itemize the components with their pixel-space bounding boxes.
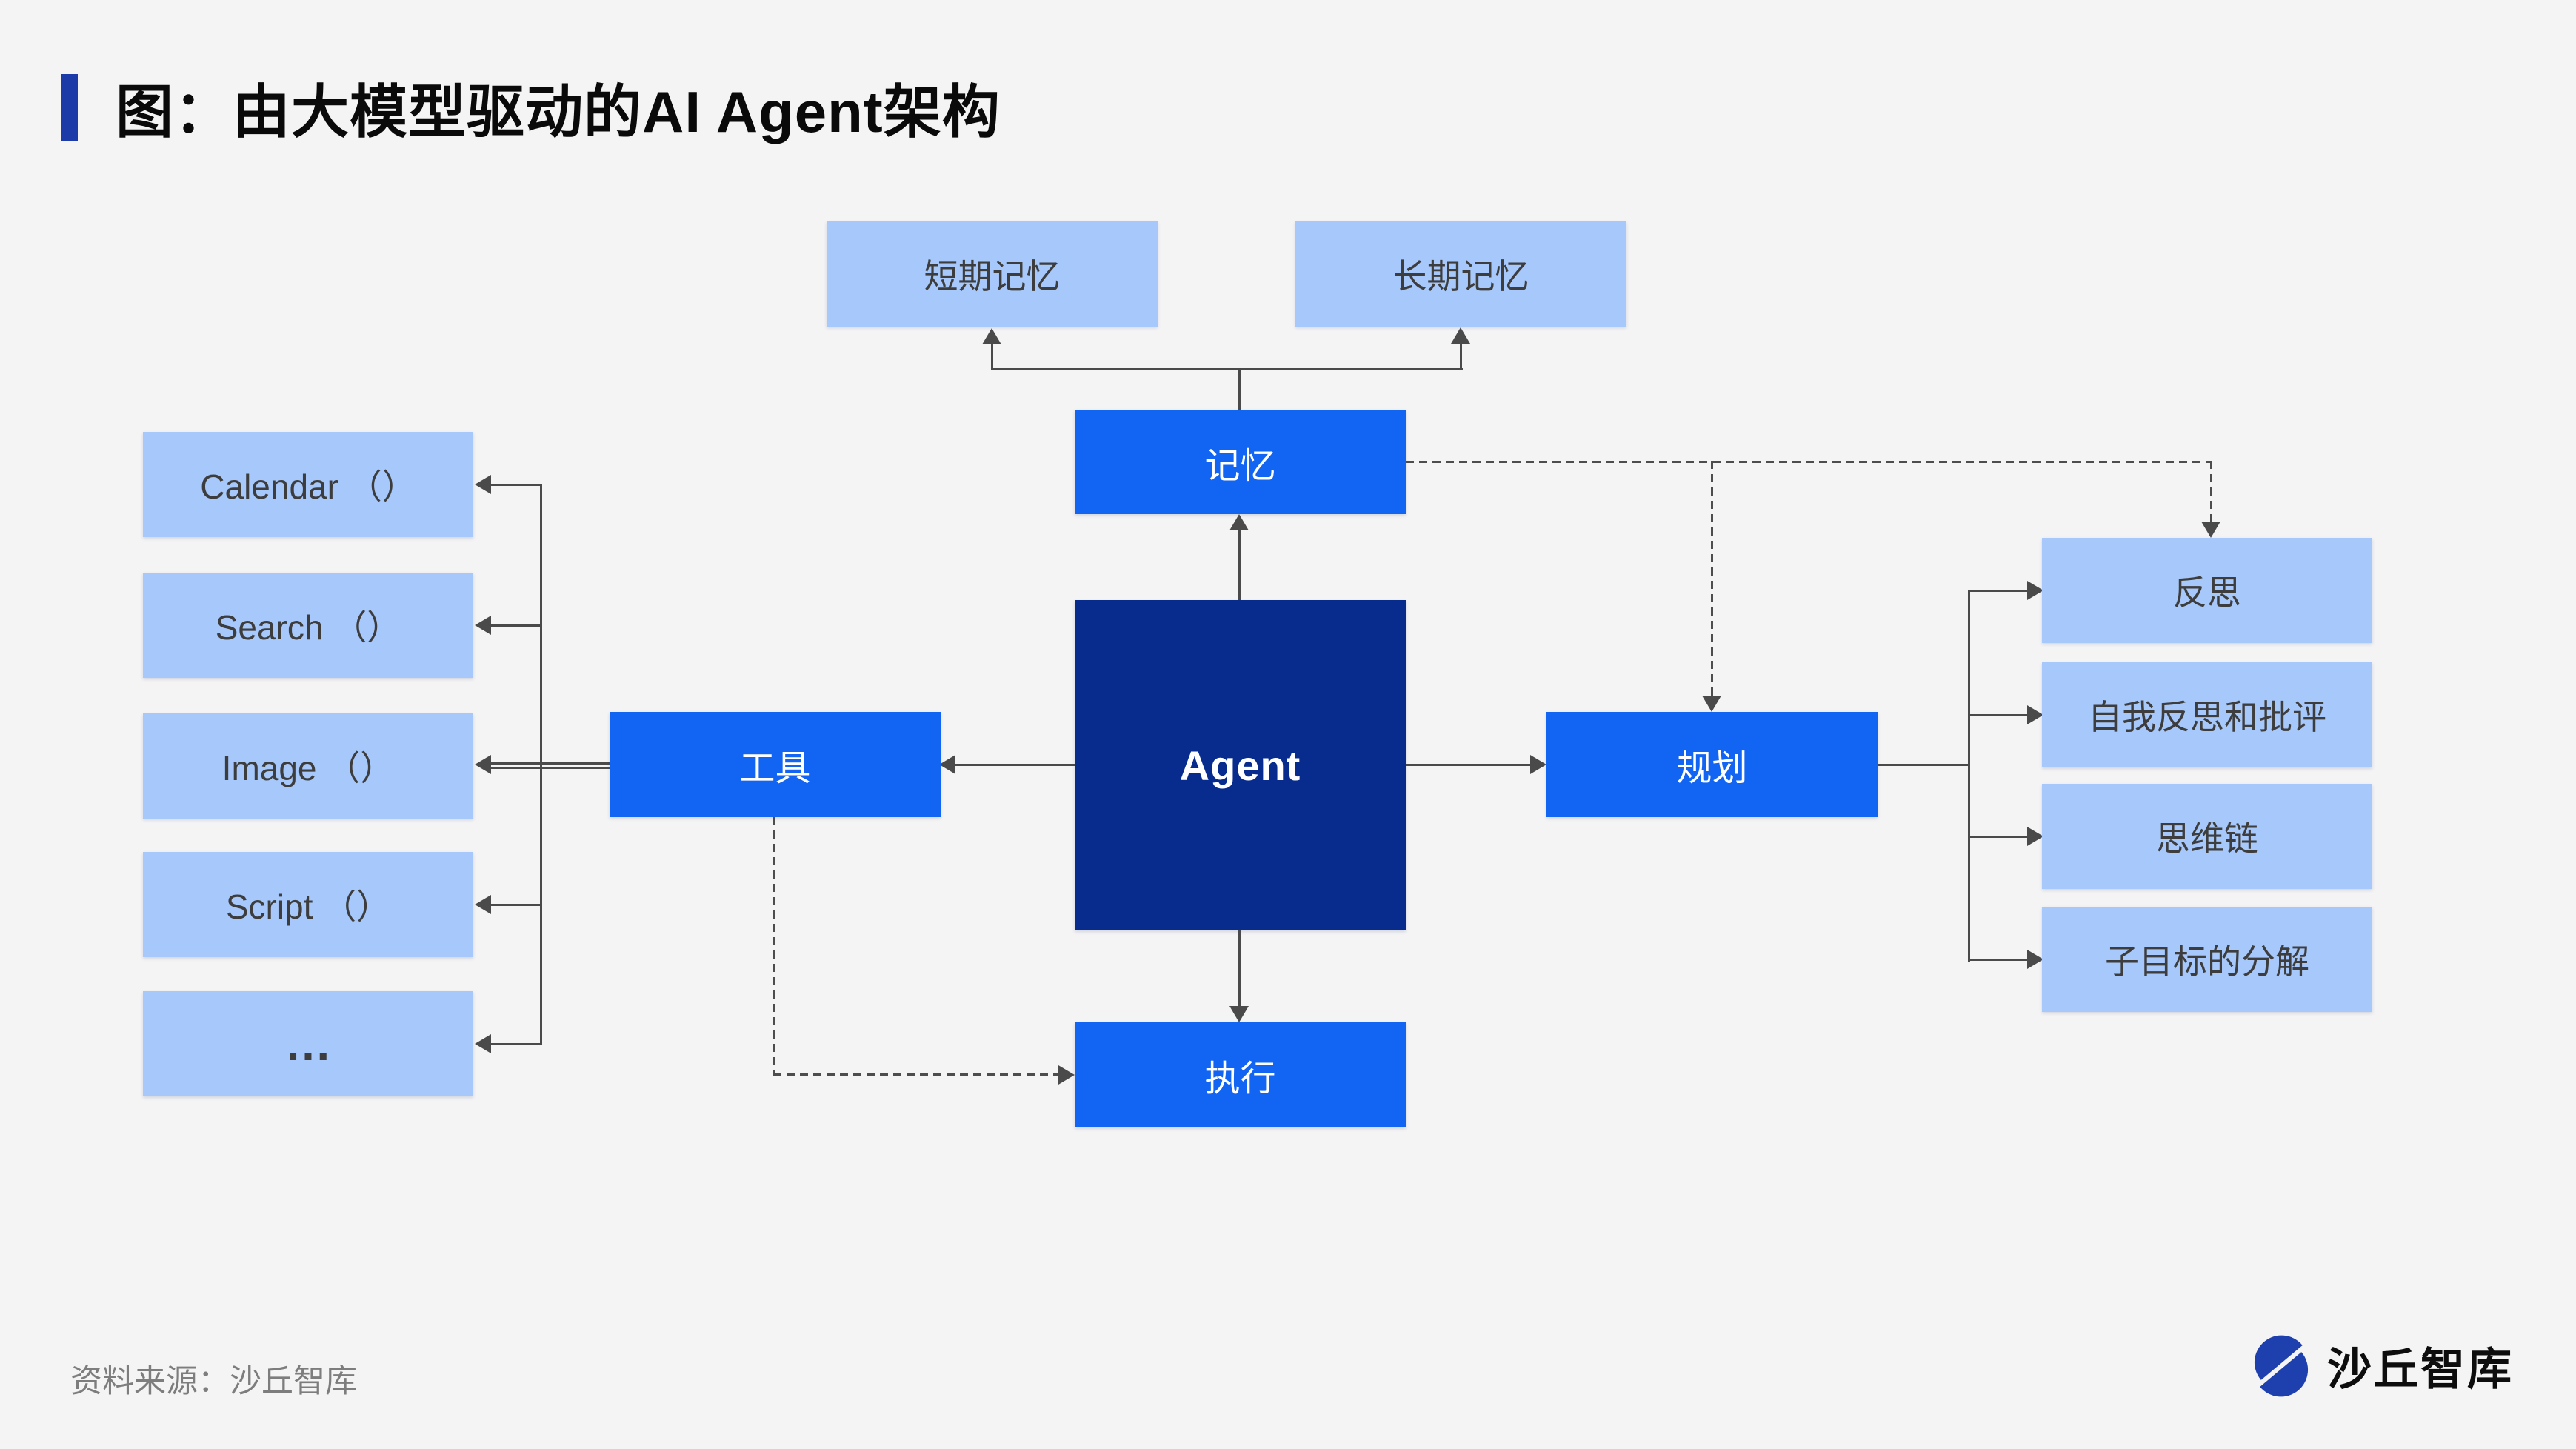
dashed-down-to-planning — [1711, 461, 1713, 696]
planning-item-subgoal-decomposition: 子目标的分解 — [2042, 907, 2372, 1012]
arrowhead-dashed-reflection — [2201, 522, 2220, 538]
arrowhead-short-term — [982, 328, 1001, 344]
line-to-chain-of-thought — [1969, 836, 2027, 838]
line-to-long-term — [1460, 343, 1462, 370]
line-to-reflection — [1969, 590, 2027, 592]
title-accent-bar — [61, 74, 78, 141]
arrowhead-agent-to-tools — [939, 755, 955, 774]
source-note: 资料来源：沙丘智库 — [70, 1364, 357, 1399]
arrowhead-agent-to-memory — [1229, 514, 1249, 530]
line-agent-to-tools — [955, 764, 1075, 766]
line-agent-to-action — [1238, 930, 1241, 1007]
planning-item-self-critique: 自我反思和批评 — [2042, 662, 2372, 767]
planning-item-chain-of-thought: 思维链 — [2042, 784, 2372, 889]
dashed-tools-down — [773, 817, 775, 1075]
dashed-memory-east — [1406, 461, 2212, 463]
line-to-image-upper — [491, 762, 610, 765]
arrowhead-script — [475, 895, 491, 914]
line-tools-to-trunk — [491, 767, 610, 769]
arrowhead-agent-to-action — [1229, 1006, 1249, 1022]
tool-item-script: Script （） — [143, 852, 473, 957]
arrowhead-subgoal — [2027, 950, 2043, 969]
arrowhead-ellipsis — [475, 1034, 491, 1053]
tool-item-image: Image （） — [143, 713, 473, 819]
line-to-search — [491, 624, 542, 627]
brand-logo-text: 沙丘智库 — [2327, 1345, 2514, 1394]
line-memory-fork-bar — [991, 368, 1463, 370]
arrowhead-reflection — [2027, 581, 2043, 600]
node-action: 执行 — [1075, 1022, 1406, 1127]
line-memory-fork-stem — [1238, 368, 1241, 411]
arrowhead-dashed-planning — [1702, 696, 1721, 712]
node-planning: 规划 — [1546, 712, 1878, 817]
line-planning-trunk — [1968, 590, 1970, 962]
arrowhead-chain-of-thought — [2027, 827, 2043, 846]
line-to-ellipsis — [491, 1043, 542, 1045]
node-memory: 记忆 — [1075, 410, 1406, 514]
line-to-short-term — [991, 344, 993, 370]
line-to-calendar — [491, 484, 542, 486]
page-title: 图：由大模型驱动的AI Agent架构 — [116, 79, 1001, 144]
node-agent: Agent — [1075, 600, 1406, 930]
planning-item-reflection: 反思 — [2042, 538, 2372, 643]
node-short-term-memory: 短期记忆 — [827, 221, 1158, 327]
line-agent-to-memory — [1238, 529, 1241, 600]
brand-logo-icon — [2240, 1324, 2323, 1408]
tool-item-ellipsis: … — [143, 991, 473, 1096]
line-tools-trunk — [540, 484, 542, 1045]
dashed-down-to-reflection — [2210, 461, 2212, 522]
tool-item-calendar: Calendar （） — [143, 432, 473, 537]
node-long-term-memory: 长期记忆 — [1295, 221, 1626, 327]
line-agent-to-planning — [1406, 764, 1531, 766]
dashed-tools-to-action — [773, 1073, 1058, 1076]
line-planning-to-trunk — [1878, 764, 1970, 766]
arrowhead-agent-to-planning — [1530, 755, 1546, 774]
arrowhead-dashed-action — [1058, 1065, 1075, 1085]
arrowhead-self-critique — [2027, 705, 2043, 724]
arrowhead-long-term — [1451, 327, 1470, 344]
tool-item-search: Search （） — [143, 573, 473, 678]
line-to-self-critique — [1969, 714, 2027, 716]
arrowhead-calendar — [475, 475, 491, 494]
arrowhead-image — [475, 755, 491, 774]
arrowhead-search — [475, 616, 491, 635]
line-to-script — [491, 904, 542, 906]
brand-logo: 沙丘智库 — [2243, 1324, 2514, 1408]
node-tools: 工具 — [610, 712, 941, 817]
line-to-subgoal — [1969, 959, 2027, 961]
